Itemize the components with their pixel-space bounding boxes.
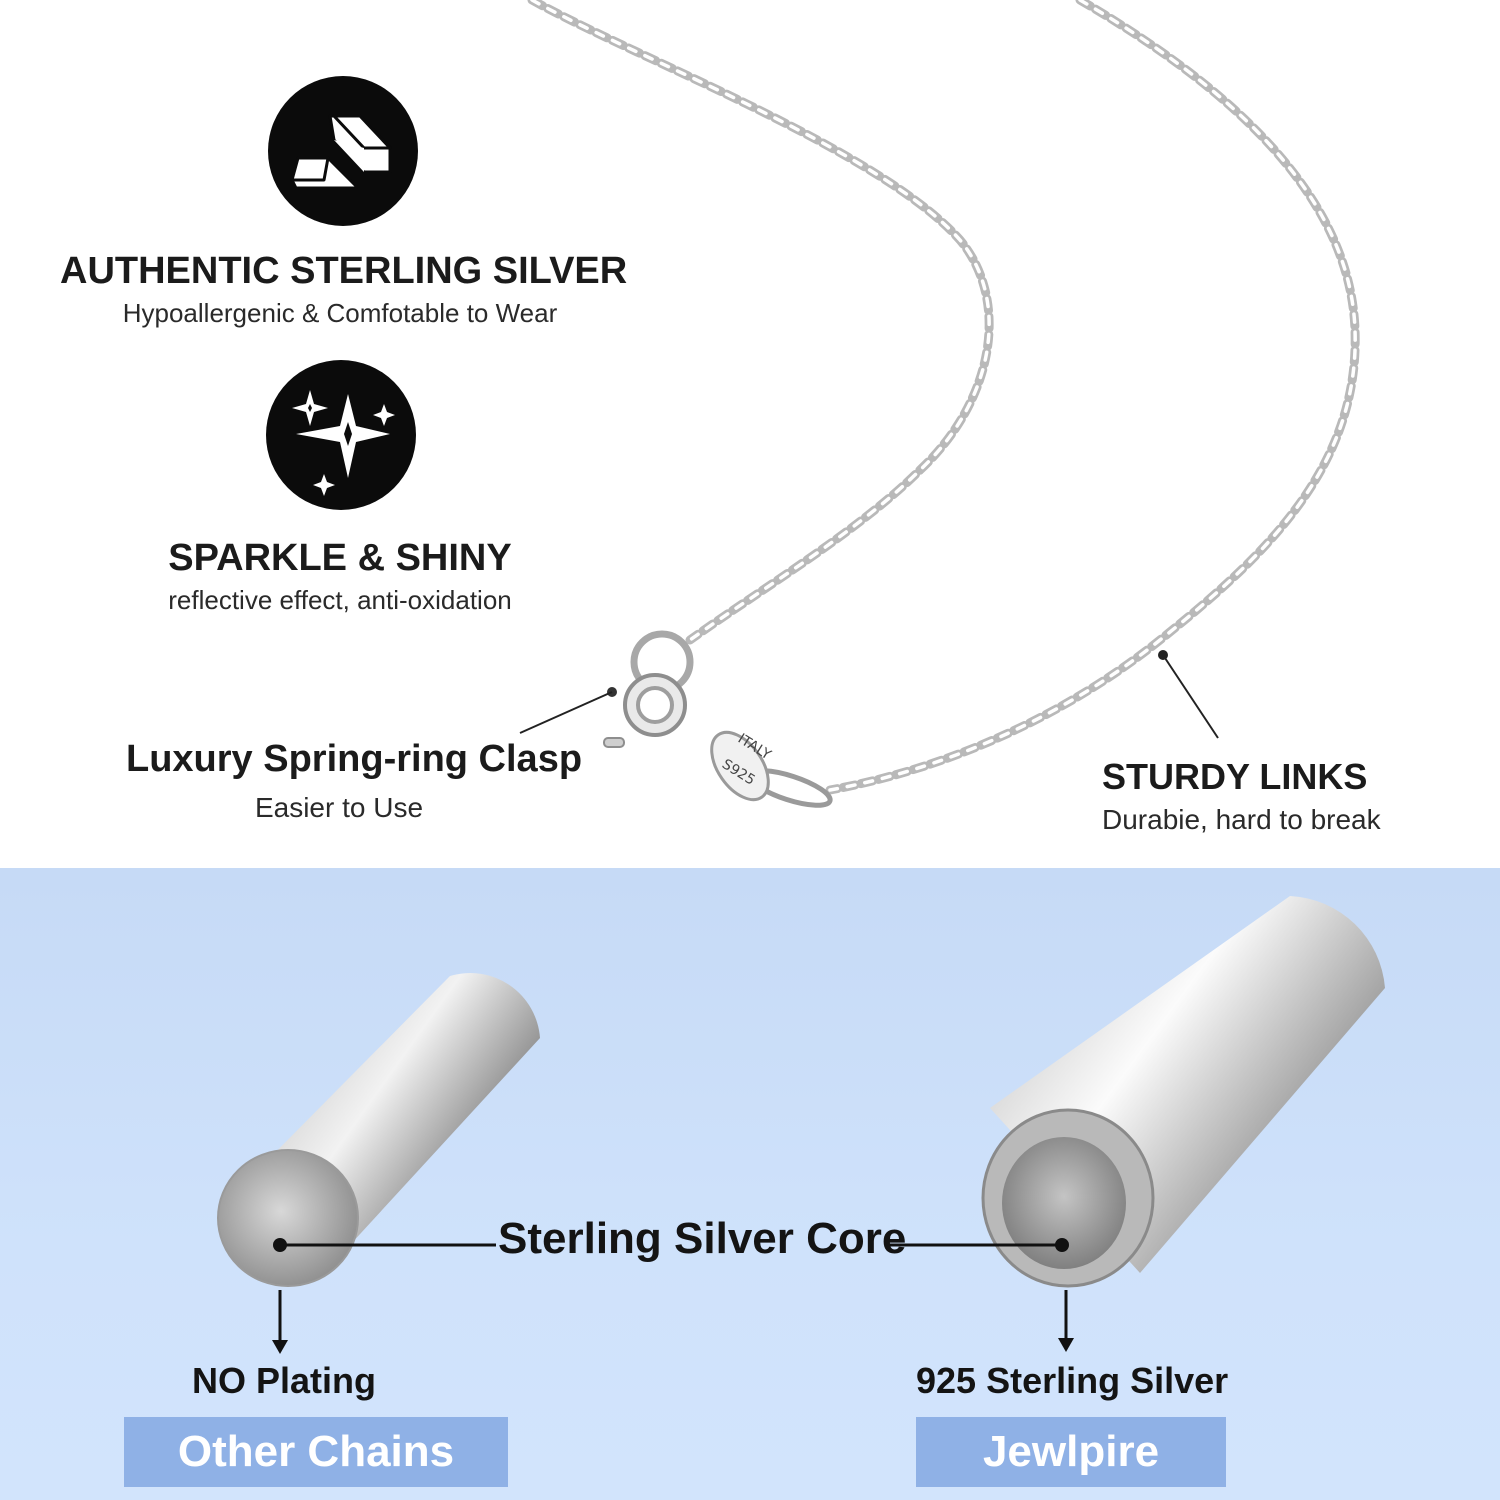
silver-bars-icon <box>290 114 392 190</box>
sterling-chain-cylinder <box>981 896 1385 1288</box>
sparkle-badge <box>266 360 416 510</box>
feature-title-sparkle: SPARKLE & SHINY <box>168 537 512 579</box>
right-layer-label: 925 Sterling Silver <box>916 1360 1229 1401</box>
necklace-chain-illustration <box>519 0 1360 808</box>
plated-chain-cylinder <box>217 973 540 1287</box>
feature-title-authentic-silver: AUTHENTIC STERLING SILVER <box>60 250 628 292</box>
features-panel: ITALY S925 AUTHENTIC STERLING SILVER Hyp… <box>60 0 1381 835</box>
links-pointer-line <box>1162 654 1219 739</box>
feature-subtitle-authentic-silver: Hypoallergenic & Comfotable to Wear <box>122 298 558 328</box>
callout-subtitle-links: Durabie, hard to break <box>1102 804 1381 835</box>
sparkle-stars-icon <box>292 390 395 496</box>
core-label: Sterling Silver Core <box>498 1214 907 1263</box>
brand-box-jewlpire: Jewlpire <box>916 1417 1226 1487</box>
clasp-pointer-line <box>519 691 613 734</box>
silver-bars-badge <box>268 76 418 226</box>
left-layer-label: NO Plating <box>192 1360 377 1401</box>
feature-subtitle-sparkle: reflective effect, anti-oxidation <box>168 585 512 615</box>
brand-box-other: Other Chains <box>124 1417 508 1487</box>
cylinder-comparison-illustration <box>217 896 1385 1354</box>
comparison-panel: Sterling Silver Core NO Plating 925 Ster… <box>0 868 1500 1500</box>
callout-title-links: STURDY LINKS <box>1102 756 1368 797</box>
callout-title-clasp: Luxury Spring-ring Clasp <box>126 738 583 780</box>
callout-subtitle-clasp: Easier to Use <box>254 792 424 823</box>
